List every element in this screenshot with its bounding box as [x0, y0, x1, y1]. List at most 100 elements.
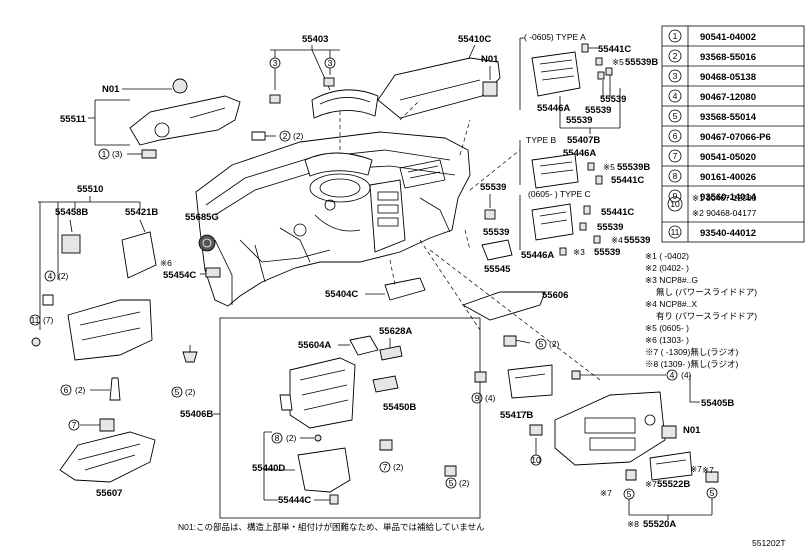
qty-7: (7) [43, 315, 54, 325]
svg-text:4: 4 [670, 370, 675, 380]
callout-55539-c1: 55539 [597, 222, 623, 233]
callout-55539-a3: 55539 [566, 115, 592, 126]
svg-text:6: 6 [64, 385, 69, 395]
note-line: ※7 ( -1309)無し(ラジオ) [645, 347, 739, 357]
callout-55444c: 55444C [278, 495, 311, 506]
svg-text:11: 11 [31, 315, 40, 325]
bracket-part [205, 267, 221, 278]
mark-6: ※6 [160, 258, 172, 268]
table-part-number: 93540-44012 [700, 228, 756, 239]
callout-55539-a2: 55539 [585, 105, 611, 116]
table-index: 2 [673, 51, 678, 61]
callout-55522b: 55522B [657, 479, 690, 490]
svg-text:2: 2 [283, 131, 288, 141]
mark-7a: ※7 [690, 464, 702, 474]
mark-5: ※5 [612, 57, 624, 67]
callout-55520a: 55520A [643, 519, 676, 530]
svg-text:7: 7 [72, 420, 77, 430]
qty-2h: (2) [459, 478, 470, 488]
speaker-grille-part [198, 234, 216, 252]
callout-55441c-b: 55441C [611, 175, 644, 186]
qty-4b: (4) [681, 370, 692, 380]
instrument-panel-drawing [195, 131, 471, 307]
note-line: ※8 (1309- )無し(ラジオ) [645, 359, 739, 369]
callout-55454c: 55454C [163, 270, 196, 281]
callout-55539-a1: 55539 [600, 94, 626, 105]
callout-55410c: 55410C [458, 34, 491, 45]
radio-opening-part [507, 364, 553, 399]
diagram-id: 551202T [752, 538, 786, 548]
callout-55446a-b: 55446A [563, 148, 596, 159]
mark-3: ※3 [573, 247, 585, 257]
radio-cover-part [649, 451, 693, 481]
qty-4a: (4) [485, 393, 496, 403]
svg-text:5: 5 [539, 339, 544, 349]
callout-55421b: 55421B [125, 207, 158, 218]
note-line: 無し (パワースライドドア) [656, 287, 757, 297]
note-line: ※5 (0605- ) [645, 323, 689, 333]
callout-55403: 55403 [302, 34, 328, 45]
table-index: 3 [673, 71, 678, 81]
cap-part [482, 81, 498, 97]
callout-n01-b: N01 [481, 54, 499, 65]
svg-text:1: 1 [102, 149, 107, 159]
type-c-label: (0605- ) TYPE C [528, 189, 591, 199]
table-index: 10 [670, 199, 680, 209]
qty-2b: (2) [58, 271, 69, 281]
table-part-number-alt: ※2 90468-04177 [692, 208, 757, 218]
callout-55510: 55510 [77, 184, 103, 195]
finish-part [384, 277, 426, 301]
callout-55406b: 55406B [180, 409, 213, 420]
svg-text:3: 3 [328, 58, 333, 68]
table-index: 7 [673, 151, 678, 161]
qty-2a: (2) [293, 131, 304, 141]
mark-5b: ※5 [603, 162, 615, 172]
callout-55607: 55607 [96, 488, 122, 499]
svg-text:5: 5 [175, 387, 180, 397]
qty-3: (3) [112, 149, 123, 159]
callout-55606: 55606 [542, 290, 568, 301]
svg-text:10: 10 [531, 455, 541, 465]
lid-part [61, 234, 81, 254]
table-index: 11 [671, 227, 680, 237]
callout-n01-c: N01 [683, 425, 701, 436]
qty-2e: (2) [549, 339, 560, 349]
cap-part [172, 78, 188, 94]
callout-55446a-a: 55446A [537, 103, 570, 114]
qty-2f: (2) [286, 433, 297, 443]
callout-55628a: 55628A [379, 326, 412, 337]
mark-7b: ※7 [645, 479, 657, 489]
under-cover-part [59, 431, 156, 483]
mark-4: ※4 [611, 235, 623, 245]
meter-hood-part [311, 89, 379, 119]
type-a-label: ( -0605) TYPE A [524, 32, 586, 42]
svg-text:8: 8 [275, 433, 280, 443]
callout-55685g: 55685G [185, 212, 219, 223]
svg-text:9: 9 [475, 393, 480, 403]
center-cluster-part [289, 357, 356, 429]
svg-text:5: 5 [710, 488, 715, 498]
callout-55407b: 55407B [567, 135, 600, 146]
note-line: ※6 (1303- ) [645, 335, 689, 345]
footnote: N01:この部品は、構造上部単・組付けが困難なため、単品では補給していません [178, 522, 485, 532]
callout-n01-a: N01 [102, 84, 120, 95]
table-part-number: 93568-55016 [700, 52, 756, 63]
callout-55450b: 55450B [383, 402, 416, 413]
mark-7d: ※7 [702, 465, 714, 475]
note-line: ※3 NCP8#..G [645, 275, 698, 285]
table-part-number: ※1 90467-12080 [692, 193, 757, 203]
callout-55446a-c: 55446A [521, 250, 554, 261]
svg-text:4: 4 [48, 271, 53, 281]
callout-55405b: 55405B [701, 398, 734, 409]
type-b-label: TYPE B [526, 135, 557, 145]
sub-assembly-box [219, 317, 481, 519]
register-type-b [531, 153, 579, 189]
callout-55441c-c: 55441C [601, 207, 634, 218]
callout-55539-b: 55539 [483, 227, 509, 238]
table-index: 5 [673, 111, 678, 121]
center-panel-part [554, 391, 666, 466]
table-part-number: 90467-07066-P6 [700, 132, 771, 143]
callout-55511: 55511 [60, 114, 87, 125]
note-line: 有り (パワースライドドア) [656, 311, 757, 321]
